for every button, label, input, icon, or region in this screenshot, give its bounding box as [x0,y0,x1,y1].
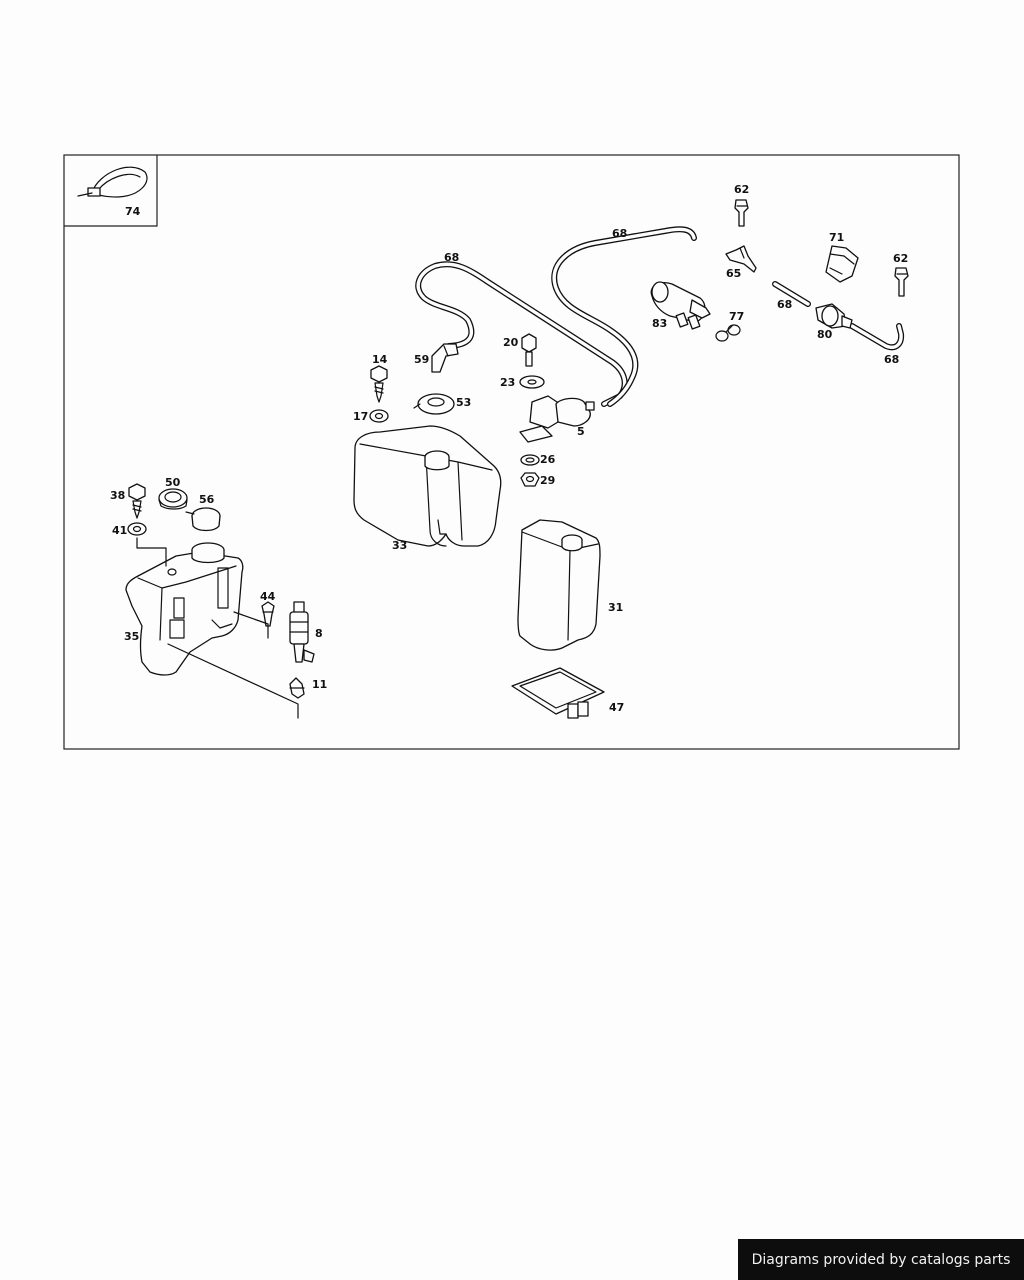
reservoir-35[interactable] [125,542,244,676]
bolt-20[interactable] [521,333,537,367]
elbow-59[interactable] [431,343,459,373]
leader-lines [136,537,299,719]
label-74: 74 [125,205,141,218]
nozzle-44[interactable] [261,601,275,627]
grommet-11[interactable] [289,677,305,699]
nut-29[interactable] [520,472,540,487]
hose-68-right[interactable] [849,323,905,351]
label-62-top: 62 [734,183,749,196]
inset-frame [64,155,158,227]
label-11: 11 [312,678,327,691]
label-5: 5 [577,425,585,438]
part-labels: 74 62 68 68 71 62 65 68 77 83 80 68 20 1… [110,183,908,714]
label-71: 71 [829,231,844,244]
pump-8[interactable] [289,601,315,663]
label-41: 41 [112,524,127,537]
label-68-right: 68 [884,353,899,366]
pump-5[interactable] [519,395,595,443]
t-connector-65[interactable] [725,245,757,273]
label-65: 65 [726,267,741,280]
reservoir-33[interactable] [353,425,502,547]
reservoir-31[interactable] [517,519,601,651]
label-80: 80 [817,328,833,341]
cap-56[interactable] [185,507,221,532]
washer-41[interactable] [127,522,147,536]
label-14: 14 [372,353,388,366]
valve-62-right[interactable] [894,267,909,297]
label-8: 8 [315,627,323,640]
label-50: 50 [165,476,181,489]
check-valve-80[interactable] [815,303,853,329]
label-29: 29 [540,474,555,487]
label-59: 59 [414,353,429,366]
label-68-top: 68 [612,227,627,240]
spring-washer-26[interactable] [520,454,540,466]
label-44: 44 [260,590,276,603]
label-56: 56 [199,493,215,506]
label-47: 47 [609,701,624,714]
diagram-frame [63,154,960,750]
clip-53[interactable] [413,393,455,415]
footer-credit-banner: Diagrams provided by catalogs parts [738,1239,1024,1280]
washer-23[interactable] [519,375,545,389]
hose-68-short[interactable] [772,281,811,307]
hose-68-left[interactable] [415,261,628,407]
valve-83[interactable] [650,281,711,330]
label-31: 31 [608,601,623,614]
valve-62-top[interactable] [734,199,749,227]
label-35: 35 [124,630,139,643]
label-53: 53 [456,396,471,409]
holder-71[interactable] [825,245,859,283]
label-23: 23 [500,376,515,389]
label-68-left: 68 [444,251,459,264]
label-20: 20 [503,336,519,349]
screw-38[interactable] [128,483,146,519]
grommet-50[interactable] [158,488,188,510]
bracket-47[interactable] [511,667,605,719]
label-26: 26 [540,453,556,466]
label-83: 83 [652,317,667,330]
label-33: 33 [392,539,407,552]
label-38: 38 [110,489,125,502]
label-77: 77 [729,310,744,323]
clamp-77[interactable] [715,324,741,342]
cable-tie-74[interactable] [77,166,148,198]
washer-17[interactable] [369,409,389,423]
hose-68-top[interactable] [551,226,697,407]
screw-14[interactable] [370,365,388,403]
label-17: 17 [353,410,368,423]
label-62-right: 62 [893,252,908,265]
label-68-short: 68 [777,298,792,311]
